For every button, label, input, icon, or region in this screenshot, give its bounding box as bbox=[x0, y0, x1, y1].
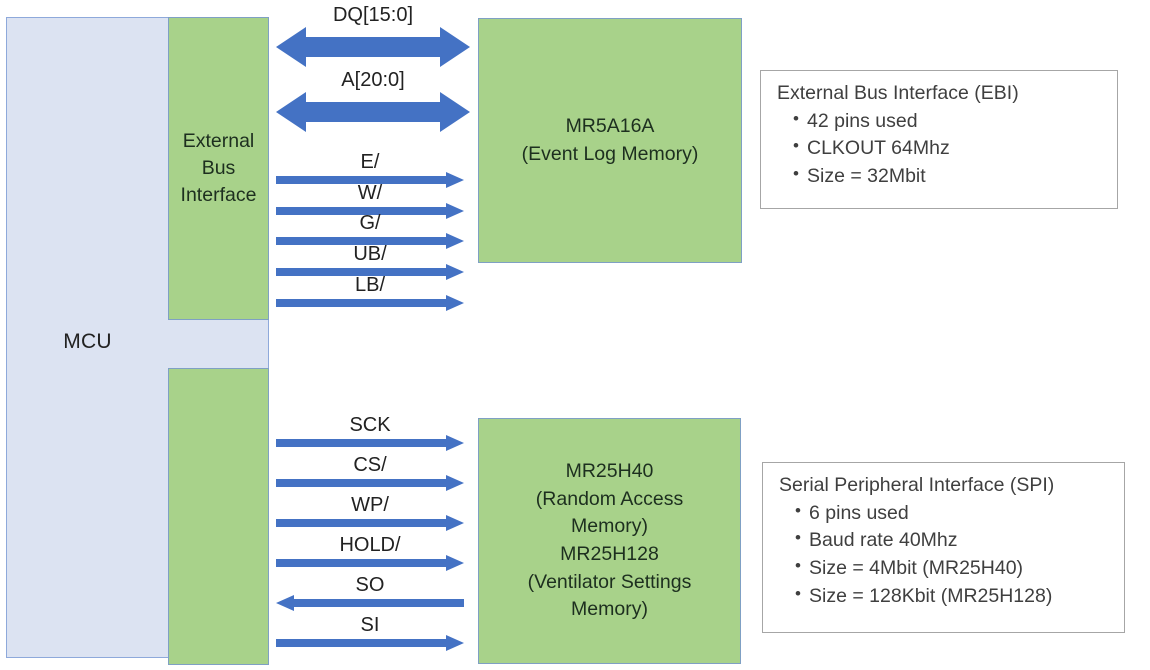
note-title-spi: Serial Peripheral Interface (SPI) bbox=[779, 474, 1055, 496]
signal-label-g: G/ bbox=[359, 212, 381, 234]
signal-label-lb: LB/ bbox=[354, 274, 386, 296]
external-bus-interface-block: External Bus Interface bbox=[168, 17, 269, 320]
signal-label-ub: UB/ bbox=[353, 243, 387, 265]
signal-arrow-ub bbox=[276, 264, 464, 280]
memory-name-line-6: Memory) bbox=[571, 598, 648, 621]
signal-arrow-w bbox=[276, 203, 464, 219]
signal-label-a: A[20:0] bbox=[341, 69, 405, 91]
signal-arrow-dq bbox=[276, 25, 470, 69]
signal-label-sck: SCK bbox=[349, 414, 391, 436]
memory-name-line-5: (Ventilator Settings bbox=[527, 570, 692, 593]
signal-label-cs: CS/ bbox=[353, 454, 387, 476]
ebi-label-line-1: External bbox=[182, 130, 255, 153]
signal-label-w: W/ bbox=[357, 182, 383, 204]
memory-name: MR5A16A bbox=[565, 114, 655, 137]
signal-arrow-hold bbox=[276, 555, 464, 571]
note-box-ebi: External Bus Interface (EBI) 42 pins use… bbox=[760, 70, 1118, 209]
signal-label-si: SI bbox=[360, 614, 380, 636]
memory-name-line-3: Memory) bbox=[571, 515, 648, 538]
signal-arrow-si bbox=[276, 635, 464, 651]
signal-arrow-a bbox=[276, 90, 470, 134]
signal-label-e: E/ bbox=[360, 151, 380, 173]
note-bullet: Size = 128Kbit (MR25H128) bbox=[795, 582, 1110, 611]
memory-name-line-1: MR25H40 bbox=[565, 459, 654, 482]
memory-block-mr25h40: MR25H40 (Random Access Memory) MR25H128 … bbox=[478, 418, 741, 664]
note-bullet: Size = 32Mbit bbox=[793, 162, 1103, 191]
note-bullet: 6 pins used bbox=[795, 499, 1110, 528]
signal-arrow-e bbox=[276, 172, 464, 188]
signal-label-dq: DQ[15:0] bbox=[332, 4, 414, 26]
memory-name-line-2: (Random Access bbox=[535, 487, 684, 510]
signal-arrow-cs bbox=[276, 475, 464, 491]
signal-label-wp: WP/ bbox=[351, 494, 389, 516]
memory-description: (Event Log Memory) bbox=[521, 142, 699, 165]
note-bullet: Baud rate 40Mhz bbox=[795, 526, 1110, 555]
signal-arrow-so bbox=[276, 595, 464, 611]
note-bullet: Size = 4Mbit (MR25H40) bbox=[795, 554, 1110, 583]
ebi-label-line-3: Interface bbox=[180, 183, 257, 206]
memory-label-mr25h40: MR25H40 (Random Access Memory) MR25H128 … bbox=[528, 458, 692, 624]
spi-interface-block bbox=[168, 368, 269, 665]
signal-arrow-sck bbox=[276, 435, 464, 451]
note-bullet-list-spi: 6 pins used Baud rate 40Mhz Size = 4Mbit… bbox=[779, 499, 1110, 611]
memory-block-mr5a16a: MR5A16A (Event Log Memory) bbox=[478, 18, 742, 263]
signal-label-so: SO bbox=[355, 574, 385, 596]
external-bus-interface-label: External Bus Interface bbox=[181, 128, 257, 209]
note-title-ebi: External Bus Interface (EBI) bbox=[777, 82, 1019, 104]
signal-arrow-g bbox=[276, 233, 464, 249]
note-bullet-list-ebi: 42 pins used CLKOUT 64Mhz Size = 32Mbit bbox=[777, 107, 1103, 191]
note-bullet: CLKOUT 64Mhz bbox=[793, 134, 1103, 163]
signal-label-hold: HOLD/ bbox=[339, 534, 401, 556]
signal-arrow-lb bbox=[276, 295, 464, 311]
memory-name-line-4: MR25H128 bbox=[560, 543, 659, 565]
note-bullet: 42 pins used bbox=[793, 107, 1103, 136]
signal-arrow-wp bbox=[276, 515, 464, 531]
mcu-label: MCU bbox=[63, 330, 112, 353]
ebi-label-line-2: Bus bbox=[201, 157, 236, 180]
memory-label-mr5a16a: MR5A16A (Event Log Memory) bbox=[522, 113, 699, 168]
note-box-spi: Serial Peripheral Interface (SPI) 6 pins… bbox=[762, 462, 1125, 633]
